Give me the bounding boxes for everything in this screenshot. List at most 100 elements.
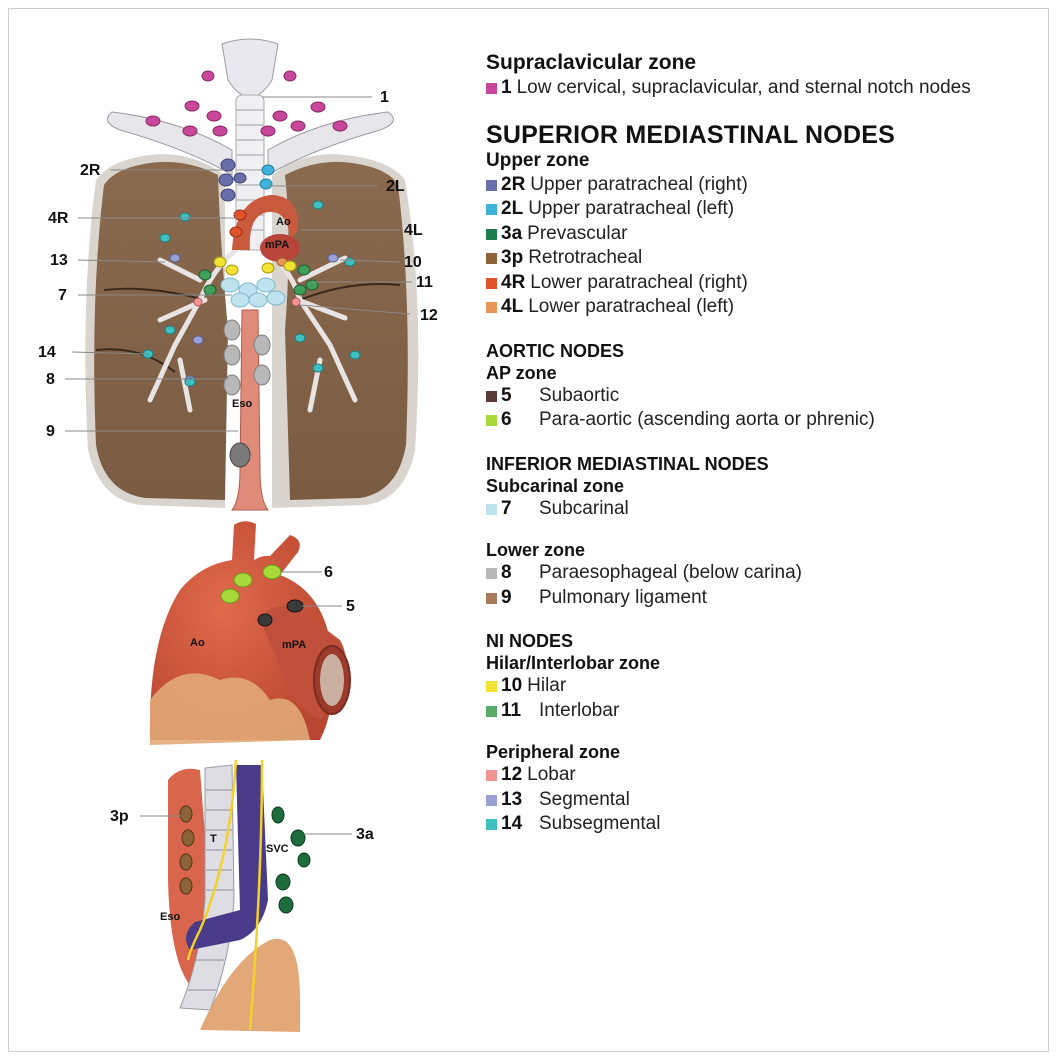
callout-9: 9 xyxy=(46,423,55,440)
legend-num: 14 xyxy=(501,812,536,837)
callout-12: 12 xyxy=(420,307,438,324)
legend-text: Segmental xyxy=(539,788,1046,813)
section-n1: NI NODES Hilar/Interlobar zone 10 Hilar … xyxy=(486,630,1046,837)
legend-text: Interlobar xyxy=(539,699,1046,724)
legend-num: 6 xyxy=(501,408,536,433)
swatch-10 xyxy=(486,681,497,692)
callout-3p: 3p xyxy=(110,808,129,825)
legend-num: 3a xyxy=(501,222,522,247)
legend-item-12: 12 Lobar xyxy=(486,763,1046,788)
legend-text: Hilar xyxy=(527,674,1046,699)
legend-num: 10 xyxy=(501,674,522,699)
legend-item-8: 8 Paraesophageal (below carina) xyxy=(486,561,1046,586)
label-trachea: T xyxy=(210,833,217,845)
legend-num: 4R xyxy=(501,271,525,296)
legend-item-4l: 4L Lower paratracheal (left) xyxy=(486,295,1046,320)
label-mpa-middle: mPA xyxy=(282,639,306,651)
anatomy-illustration: Ao mPA Eso 1 2R 2L 4R 4L 13 10 11 7 12 1… xyxy=(0,0,480,1062)
legend-item-1: 1 Low cervical, supraclavicular, and ste… xyxy=(486,76,1046,101)
legend-text: Lower paratracheal (right) xyxy=(530,271,1046,296)
left-lung xyxy=(285,162,408,500)
callout-8: 8 xyxy=(46,371,55,388)
legend-text: Upper paratracheal (left) xyxy=(528,197,1046,222)
legend-item-4r: 4R Lower paratracheal (right) xyxy=(486,271,1046,296)
legend-num: 9 xyxy=(501,586,536,611)
legend-num: 5 xyxy=(501,384,536,409)
callout-3a: 3a xyxy=(356,826,374,843)
legend-num: 1 xyxy=(501,76,512,101)
callout-4r: 4R xyxy=(48,210,69,227)
swatch-7 xyxy=(486,504,497,515)
legend-item-13: 13 Segmental xyxy=(486,788,1046,813)
legend-item-3p: 3p Retrotracheal xyxy=(486,246,1046,271)
zone-subtitle-peripheral: Peripheral zone xyxy=(486,741,1046,763)
swatch-13 xyxy=(486,795,497,806)
swatch-5 xyxy=(486,391,497,402)
legend: Supraclavicular zone 1 Low cervical, sup… xyxy=(486,50,1046,837)
callout-11: 11 xyxy=(416,274,433,291)
label-eso-top: Eso xyxy=(232,398,252,410)
label-svc: SVC xyxy=(266,843,289,855)
swatch-12 xyxy=(486,770,497,781)
section-supraclavicular: Supraclavicular zone 1 Low cervical, sup… xyxy=(486,50,1046,101)
legend-num: 2R xyxy=(501,173,525,198)
legend-text: Lobar xyxy=(527,763,1046,788)
legend-num: 7 xyxy=(501,497,536,522)
legend-item-11: 11 Interlobar xyxy=(486,699,1046,724)
legend-item-7: 7 Subcarinal xyxy=(486,497,1046,522)
swatch-11 xyxy=(486,706,497,717)
swatch-1 xyxy=(486,83,497,94)
section-superior: SUPERIOR MEDIASTINAL NODES Upper zone 2R… xyxy=(486,121,1046,320)
zone-subtitle-subcarinal: Subcarinal zone xyxy=(486,475,1046,497)
legend-text: Pulmonary ligament xyxy=(539,586,1046,611)
callout-13: 13 xyxy=(50,252,68,269)
legend-text: Paraesophageal (below carina) xyxy=(539,561,1046,586)
legend-text: Retrotracheal xyxy=(528,246,1046,271)
thorax-figure: Ao mPA Eso 1 2R 2L 4R 4L 13 10 11 7 12 1… xyxy=(38,39,438,510)
swatch-8 xyxy=(486,568,497,579)
legend-text: Low cervical, supraclavicular, and stern… xyxy=(517,76,1046,101)
legend-item-9: 9 Pulmonary ligament xyxy=(486,586,1046,611)
legend-text: Subcarinal xyxy=(539,497,1046,522)
legend-num: 2L xyxy=(501,197,523,222)
callout-5: 5 xyxy=(346,598,355,615)
legend-item-3a: 3a Prevascular xyxy=(486,222,1046,247)
swatch-14 xyxy=(486,819,497,830)
label-mpa-top: mPA xyxy=(265,239,289,251)
heart-figure: 6 5 Ao mPA xyxy=(150,521,355,745)
legend-item-5: 5 Subaortic xyxy=(486,384,1046,409)
zone-subtitle-lower: Lower zone xyxy=(486,539,1046,561)
legend-text: Para-aortic (ascending aorta or phrenic) xyxy=(539,408,1046,433)
callout-1: 1 xyxy=(380,89,389,106)
zone-title-n1: NI NODES xyxy=(486,630,1046,652)
legend-num: 3p xyxy=(501,246,523,271)
legend-item-10: 10 Hilar xyxy=(486,674,1046,699)
legend-text: Subsegmental xyxy=(539,812,1046,837)
legend-item-2l: 2L Upper paratracheal (left) xyxy=(486,197,1046,222)
swatch-4l xyxy=(486,302,497,313)
legend-item-6: 6 Para-aortic (ascending aorta or phreni… xyxy=(486,408,1046,433)
swatch-6 xyxy=(486,415,497,426)
zone-subtitle-ap: AP zone xyxy=(486,362,1046,384)
right-lung xyxy=(94,162,228,500)
legend-num: 13 xyxy=(501,788,536,813)
lateral-figure: 3p 3a T SVC Eso xyxy=(110,760,374,1032)
legend-text: Subaortic xyxy=(539,384,1046,409)
swatch-2r xyxy=(486,180,497,191)
legend-text: Lower paratracheal (left) xyxy=(528,295,1046,320)
zone-subtitle-hilar: Hilar/Interlobar zone xyxy=(486,652,1046,674)
swatch-3p xyxy=(486,253,497,264)
legend-text: Prevascular xyxy=(527,222,1046,247)
callout-2r: 2R xyxy=(80,162,101,179)
legend-num: 4L xyxy=(501,295,523,320)
section-aortic: AORTIC NODES AP zone 5 Subaortic 6 Para-… xyxy=(486,340,1046,433)
zone-subtitle-upper: Upper zone xyxy=(486,149,1046,173)
callout-14: 14 xyxy=(38,344,56,361)
callout-4l: 4L xyxy=(404,222,423,239)
legend-item-14: 14 Subsegmental xyxy=(486,812,1046,837)
label-ao-middle: Ao xyxy=(190,637,205,649)
zone-title-aortic: AORTIC NODES xyxy=(486,340,1046,362)
larynx xyxy=(222,39,278,98)
swatch-4r xyxy=(486,278,497,289)
swatch-9 xyxy=(486,593,497,604)
